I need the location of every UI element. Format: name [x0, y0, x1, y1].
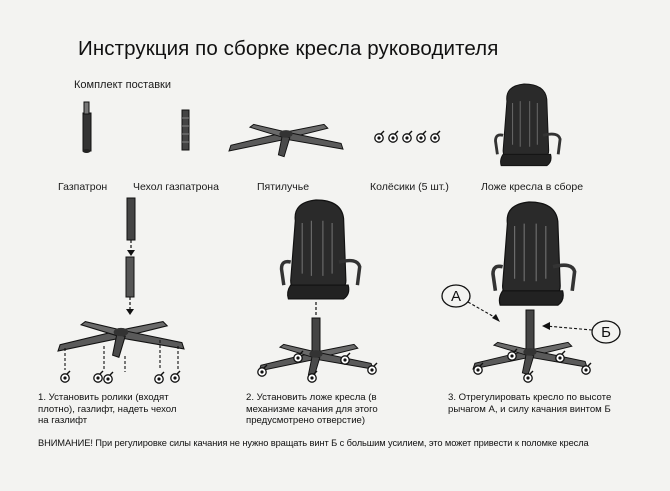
step-1-line: плотно), газлифт, надеть чехол: [38, 403, 177, 415]
step-2-caption: 2. Установить ложе кресла (в механизме к…: [246, 392, 378, 427]
page-title: Инструкция по сборке кресла руководителя: [78, 37, 499, 60]
step-1-line: 1. Установить ролики (входят: [38, 392, 169, 403]
screw-b-label: Б: [601, 324, 611, 341]
warning-note: ВНИМАНИЕ! При регулировке силы качания н…: [38, 438, 589, 448]
step-2-line: предусмотрено отверстие): [246, 415, 366, 426]
lever-a-label: А: [451, 288, 461, 305]
step-3-line: 3. Отрегулировать кресло по высоте: [448, 392, 612, 403]
casters-icon: [374, 130, 441, 143]
screw-b-callout: Б: [542, 320, 621, 344]
step3-illustration: А Б: [441, 200, 621, 383]
five-star-base-icon: [228, 123, 344, 158]
step-1-caption: 1. Установить ролики (входят плотно), га…: [38, 392, 177, 427]
part-label-gas-lift-cover: Чехол газпатрона: [133, 181, 219, 193]
gas-lift-cover-icon: [181, 109, 190, 151]
chair-seat-assembly-icon: [494, 82, 562, 168]
step-3-line: рычагом А, и силу качания винтом Б: [448, 403, 611, 415]
step-3-caption: 3. Отрегулировать кресло по высоте рычаг…: [448, 392, 611, 415]
part-label-star-base: Пятилучье: [257, 181, 310, 193]
step-1-line: на газлифт: [38, 415, 88, 426]
step2-illustration: [257, 198, 378, 383]
gas-lift-icon: [82, 101, 92, 153]
step-2-line: механизме качания для этого: [246, 403, 378, 415]
kit-heading: Комплект поставки: [74, 79, 172, 91]
step1-illustration: [57, 197, 185, 384]
part-label-casters: Колёсики (5 шт.): [370, 181, 449, 193]
step-2-line: 2. Установить ложе кресла (в: [246, 392, 377, 403]
part-label-seat-assembly: Ложе кресла в сборе: [481, 181, 584, 193]
part-label-gas-lift: Газпатрон: [58, 181, 108, 193]
lever-a-callout: А: [441, 284, 500, 322]
